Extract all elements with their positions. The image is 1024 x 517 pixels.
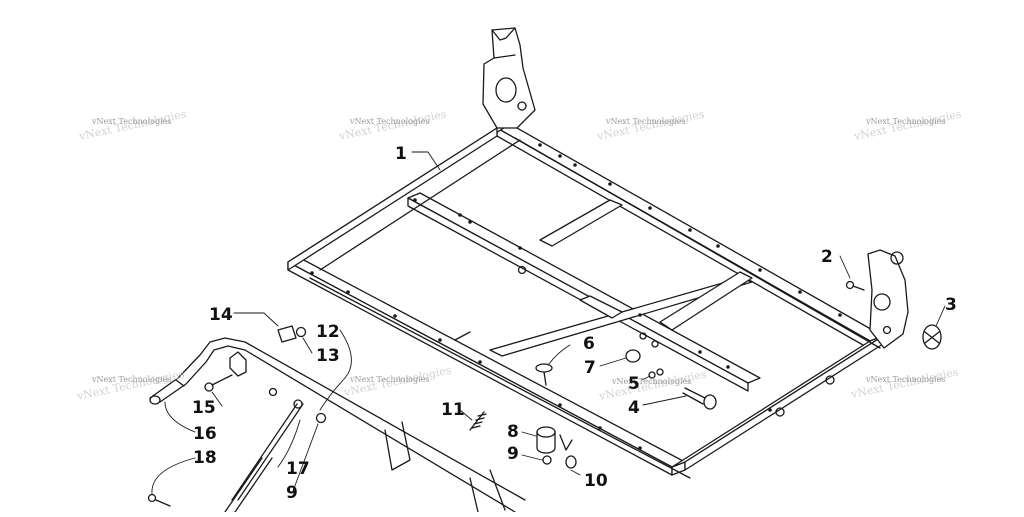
callout-7: 7: [584, 358, 596, 378]
callout-11: 11: [441, 400, 465, 420]
callout-8: 8: [507, 422, 519, 442]
watermark: vNext Technologies: [865, 375, 945, 384]
leader-lines: [151, 151, 946, 495]
clamp-part-14: [229, 325, 297, 377]
callout-10: 10: [584, 471, 608, 491]
callout-9-lower: 9: [286, 483, 298, 503]
front-mount-bracket-right: [867, 249, 909, 349]
callout-2: 2: [821, 247, 833, 267]
watermark-ghost: vNext Technologies: [75, 367, 186, 403]
watermark: vNext Technologies: [605, 117, 685, 126]
callout-5: 5: [628, 374, 640, 394]
callout-18: 18: [193, 448, 217, 468]
bumper-bar: [149, 337, 526, 513]
bumper-part-8: [536, 426, 556, 454]
callout-labels: 1 2 3 4 5 6 7 8 9 10 11 12 13 14 15 16 1…: [192, 144, 957, 503]
gas-strut: [147, 387, 327, 513]
spring-part-11: [469, 411, 487, 431]
callout-4: 4: [628, 398, 640, 418]
nut-part-10: [565, 455, 577, 469]
watermark: vNext Technologies: [349, 375, 429, 384]
watermark: vNext Technologies: [349, 117, 429, 126]
callout-9: 9: [507, 444, 519, 464]
spacer-part-6: [535, 363, 553, 386]
pin-part-4: [682, 387, 717, 410]
washer-part-7: [625, 349, 641, 363]
callout-12: 12: [316, 322, 340, 342]
rear-mount-bracket-left: [482, 27, 536, 129]
bolt-part-15: [204, 374, 233, 392]
bolt-part-2: [845, 280, 865, 291]
clip-part-5: [648, 368, 664, 379]
nut-part-13: [295, 326, 307, 338]
callout-14: 14: [209, 305, 233, 325]
watermark: vNext Technologies: [865, 117, 945, 126]
watermark: vNext Technologies: [91, 117, 171, 126]
callout-15: 15: [192, 398, 216, 418]
grommet-part-3: [922, 324, 942, 350]
callout-17: 17: [286, 459, 310, 479]
callout-1: 1: [395, 144, 407, 164]
callout-6: 6: [583, 334, 595, 354]
callout-13: 13: [316, 346, 340, 366]
watermark: vNext Technologies: [611, 377, 691, 386]
callout-3: 3: [945, 295, 957, 315]
frame-weldment: [287, 123, 884, 513]
watermark: vNext Technologies: [91, 375, 171, 384]
callout-16: 16: [193, 424, 217, 444]
nut-part-9: [542, 455, 552, 465]
